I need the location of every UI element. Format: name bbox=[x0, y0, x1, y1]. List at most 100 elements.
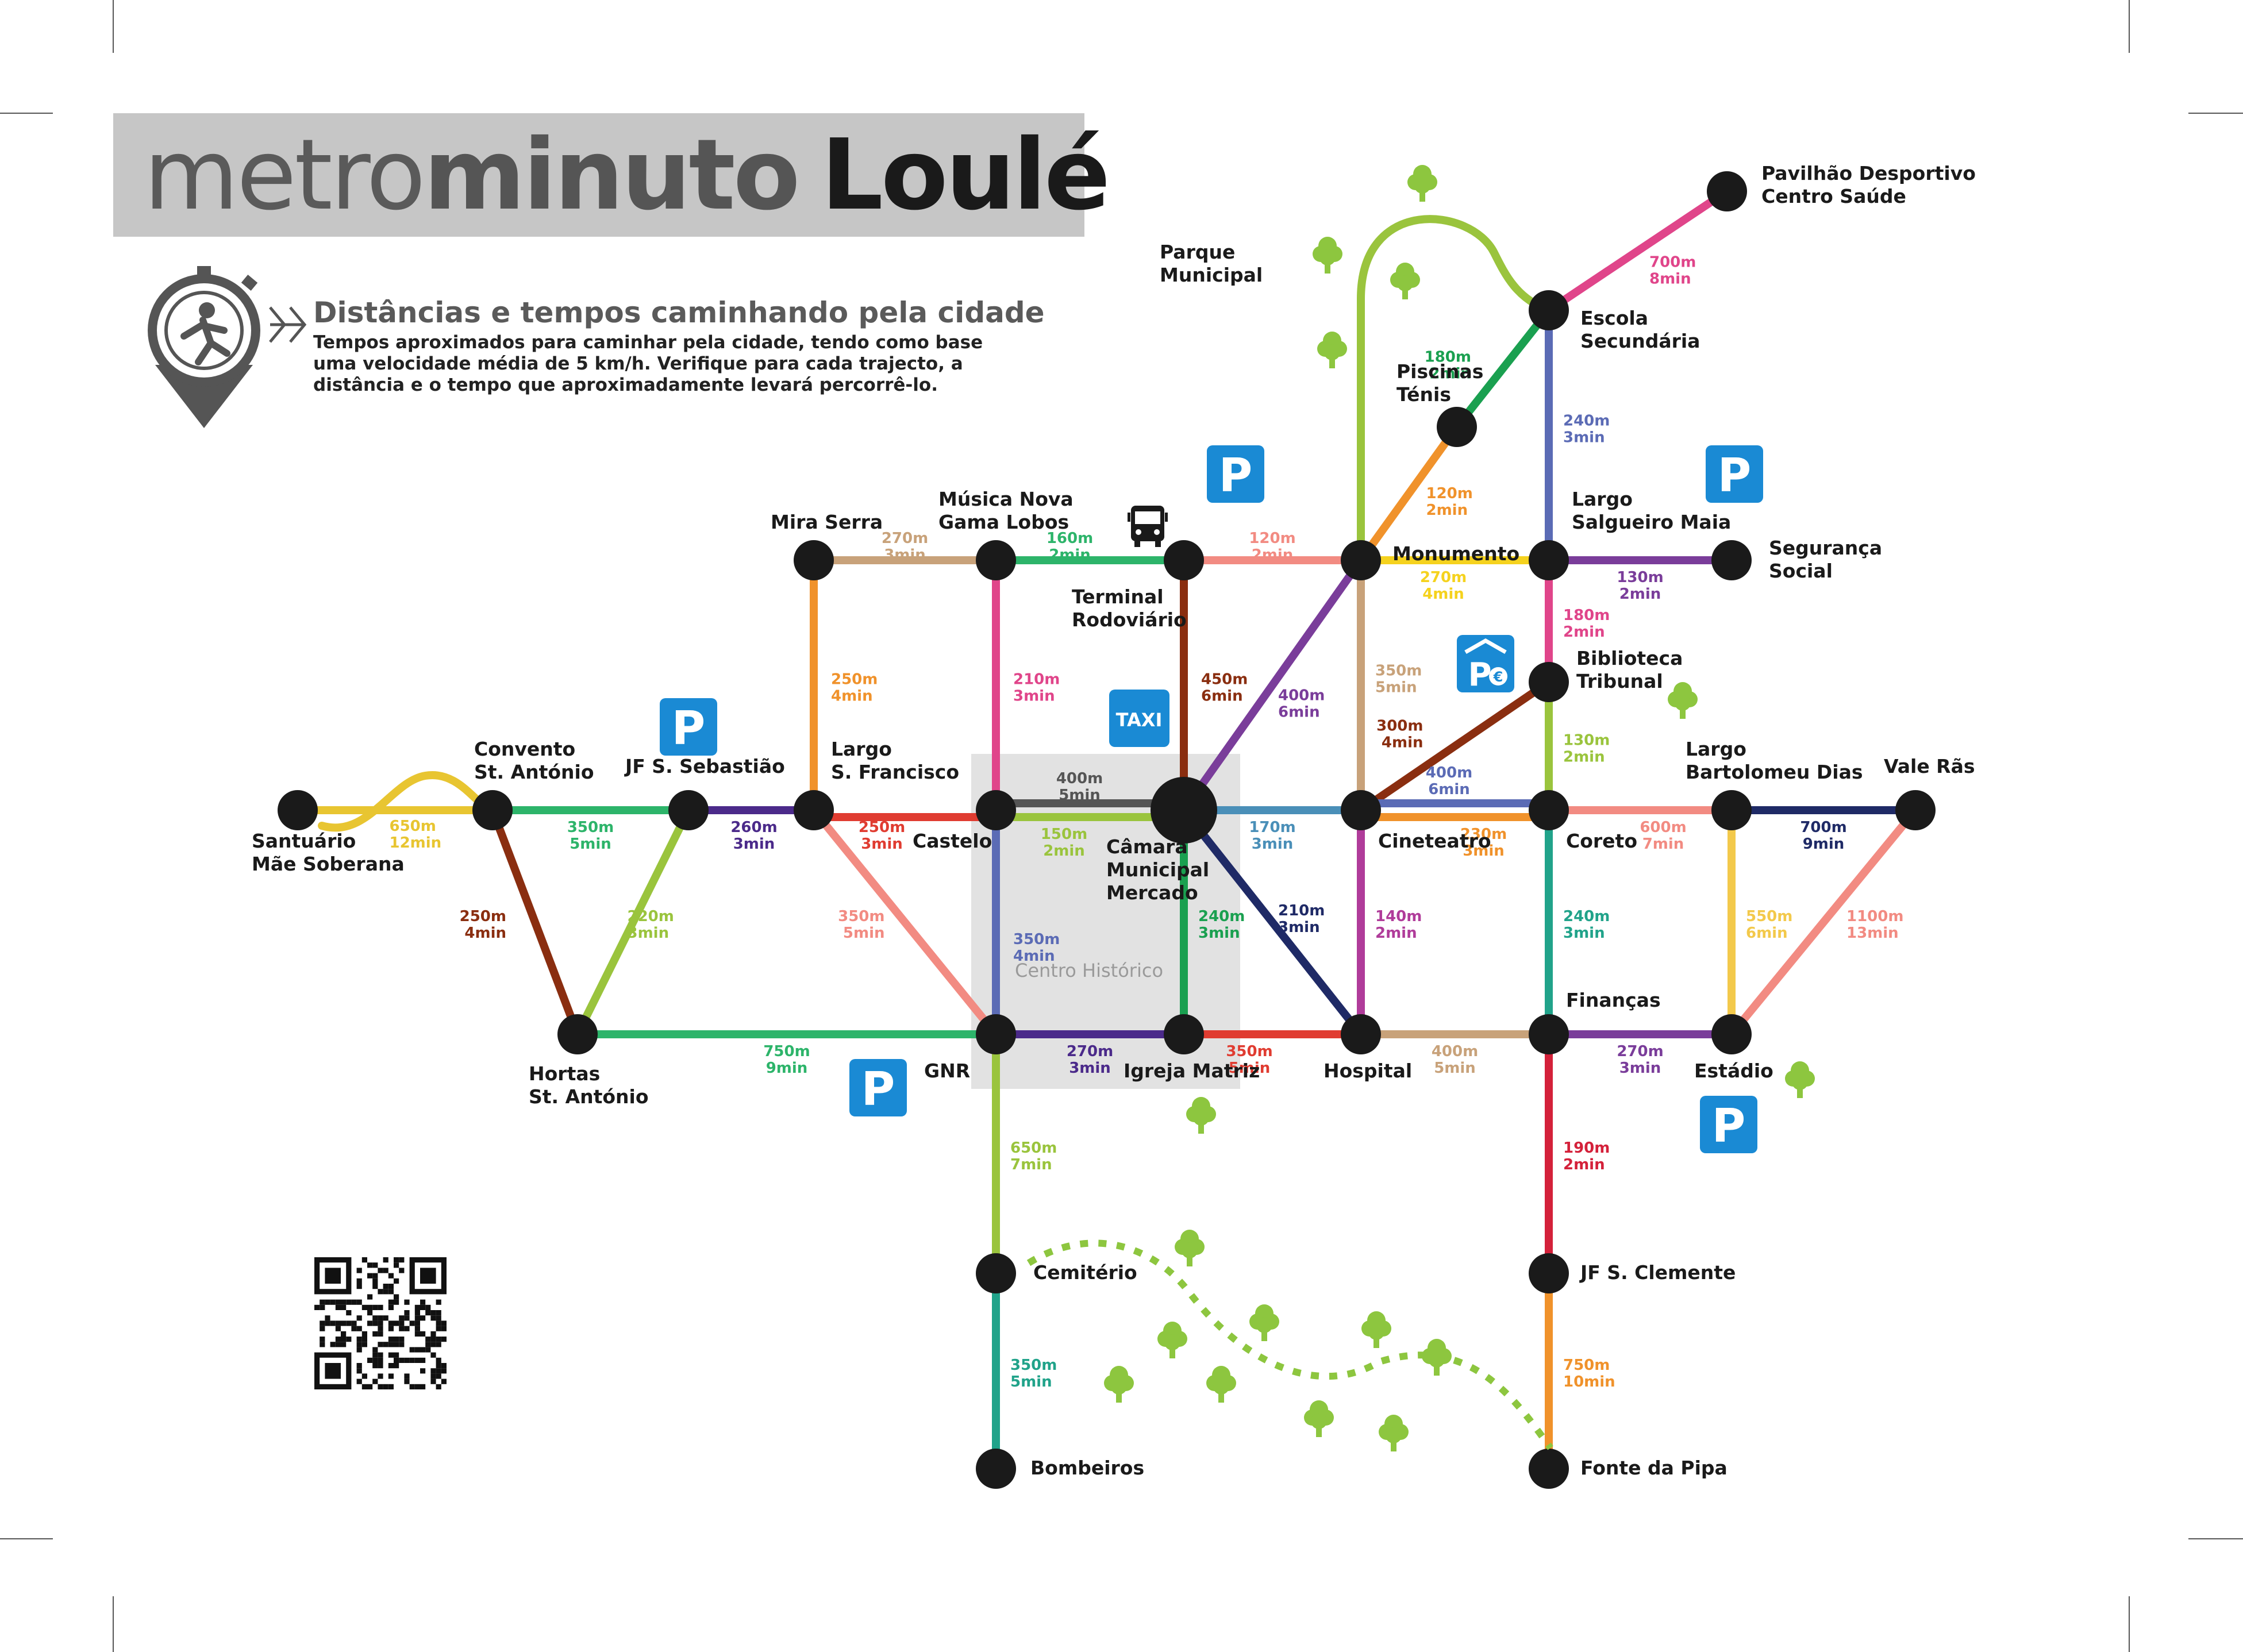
segment-distance: 130m bbox=[1617, 569, 1663, 586]
station-largobd[interactable] bbox=[1711, 790, 1752, 830]
station-valeras[interactable] bbox=[1895, 790, 1936, 830]
segment-distance: 150m bbox=[1041, 826, 1087, 843]
segment-time: 2min bbox=[1563, 749, 1605, 766]
tree-icon bbox=[1785, 1061, 1815, 1098]
station-cineteatro[interactable] bbox=[1341, 790, 1381, 830]
station-label-escola: Secundária bbox=[1580, 330, 1700, 352]
station-igreja[interactable] bbox=[1164, 1014, 1204, 1054]
page-subtitle: Distâncias e tempos caminhando pela cida… bbox=[313, 296, 1045, 329]
segment-time: 5min bbox=[1375, 679, 1417, 696]
segment-time: 2min bbox=[1563, 623, 1605, 641]
segment-time: 6min bbox=[1278, 704, 1320, 721]
segment-time: 9min bbox=[766, 1060, 808, 1077]
station-piscinas[interactable] bbox=[1437, 407, 1477, 447]
station-musica[interactable] bbox=[976, 540, 1016, 580]
segment-distance: 450m bbox=[1201, 671, 1248, 688]
station-label-parque: Municipal bbox=[1160, 264, 1263, 286]
station-estadio[interactable] bbox=[1711, 1014, 1752, 1054]
station-santuario[interactable] bbox=[278, 790, 318, 830]
segment-distance: 750m bbox=[1563, 1357, 1610, 1374]
segment-time: 5min bbox=[1059, 787, 1101, 804]
station-largosm[interactable] bbox=[1529, 540, 1569, 580]
station-label-monumento: Monumento bbox=[1392, 542, 1519, 565]
segment-time: 3min bbox=[1069, 1060, 1111, 1077]
station-bombeiros[interactable] bbox=[976, 1449, 1016, 1489]
segment-distance: 230m bbox=[1460, 826, 1507, 843]
parking-icon[interactable]: P bbox=[849, 1059, 907, 1116]
segment-time: 8min bbox=[1649, 271, 1691, 288]
segment-time: 2min bbox=[1375, 925, 1417, 942]
station-hospital[interactable] bbox=[1341, 1014, 1381, 1054]
segment-distance: 270m bbox=[1067, 1043, 1113, 1060]
qr-code-icon[interactable] bbox=[314, 1257, 447, 1389]
station-label-largobd: Largo bbox=[1686, 738, 1746, 760]
station-castelo[interactable] bbox=[976, 790, 1016, 830]
station-label-escola: Escola bbox=[1580, 307, 1648, 329]
station-convento[interactable] bbox=[472, 790, 513, 830]
station-camara[interactable] bbox=[1151, 777, 1217, 844]
segment-distance: 550m bbox=[1746, 908, 1792, 925]
segment-distance: 650m bbox=[390, 818, 436, 835]
segment-time: 3min bbox=[1013, 688, 1055, 705]
tree-icon bbox=[1317, 332, 1347, 368]
paid-parking-icon[interactable]: P € bbox=[1457, 635, 1514, 694]
station-cemiterio[interactable] bbox=[976, 1253, 1016, 1293]
segment-distance: 400m bbox=[1432, 1043, 1478, 1060]
segment-time: 2min bbox=[1429, 365, 1471, 383]
svg-text:P: P bbox=[1718, 449, 1752, 502]
segment-distance: 210m bbox=[1278, 902, 1325, 919]
segment-distance: 350m bbox=[1375, 663, 1422, 680]
tree-icon bbox=[1304, 1400, 1334, 1437]
station-label-cineteatro: Cineteatro bbox=[1378, 830, 1491, 852]
segment-time: 6min bbox=[1746, 925, 1788, 942]
taxi-icon[interactable]: TAXI bbox=[1109, 690, 1169, 747]
station-seguranca[interactable] bbox=[1711, 540, 1752, 580]
parking-icon[interactable]: P bbox=[1706, 445, 1763, 503]
station-monumento[interactable] bbox=[1341, 540, 1381, 580]
station-escola[interactable] bbox=[1529, 290, 1569, 330]
station-label-miraserra: Mira Serra bbox=[771, 511, 883, 533]
station-largosf[interactable] bbox=[794, 790, 834, 830]
station-hortas[interactable] bbox=[557, 1014, 598, 1054]
station-jfscl[interactable] bbox=[1529, 1253, 1569, 1293]
station-label-convento: St. António bbox=[474, 761, 594, 783]
tree-icon bbox=[1407, 165, 1437, 202]
station-biblioteca[interactable] bbox=[1529, 662, 1569, 702]
segment-piscinas-escola bbox=[1453, 307, 1552, 430]
historic-centre-label: Centro Histórico bbox=[1015, 960, 1163, 981]
parking-icon[interactable]: P bbox=[660, 698, 717, 756]
segment-distance: 350m bbox=[1010, 1357, 1057, 1374]
tree-icon bbox=[1186, 1097, 1216, 1134]
bus-icon bbox=[1128, 506, 1168, 547]
segment-time: 2min bbox=[1426, 502, 1468, 519]
tree-icon bbox=[1249, 1304, 1279, 1341]
segment-time: 2min bbox=[1049, 546, 1091, 564]
walking-clock-icon bbox=[148, 266, 307, 428]
station-coreto[interactable] bbox=[1529, 790, 1569, 830]
parking-icon[interactable]: P bbox=[1207, 445, 1264, 503]
page-description: Tempos aproximados para caminhar pela ci… bbox=[313, 332, 983, 395]
segment-distance: 270m bbox=[1420, 569, 1467, 586]
station-label-igreja: Igreja Matriz bbox=[1124, 1060, 1260, 1082]
segment-time: 2min bbox=[1619, 586, 1661, 603]
station-terminal[interactable] bbox=[1164, 540, 1204, 580]
svg-text:P: P bbox=[1219, 449, 1253, 502]
parking-icon[interactable]: P bbox=[1700, 1096, 1757, 1153]
segment-time: 3min bbox=[733, 835, 775, 853]
station-fonte[interactable] bbox=[1529, 1449, 1569, 1489]
segment-time: 13min bbox=[1846, 925, 1899, 942]
station-label-hortas: St. António bbox=[529, 1085, 649, 1108]
segment-distance: 120m bbox=[1426, 485, 1473, 502]
segment-time: 3min bbox=[1198, 925, 1240, 942]
segment-distance: 120m bbox=[1249, 530, 1295, 547]
segment-distance: 350m bbox=[838, 908, 884, 925]
tree-icon bbox=[1361, 1311, 1391, 1348]
station-pavilhao[interactable] bbox=[1707, 171, 1747, 211]
station-jfsseb[interactable] bbox=[668, 790, 709, 830]
station-miraserra[interactable] bbox=[794, 540, 834, 580]
station-gnr[interactable] bbox=[976, 1014, 1016, 1054]
station-financas[interactable] bbox=[1529, 1014, 1569, 1054]
station-label-castelo: Castelo bbox=[913, 830, 992, 852]
station-label-valeras: Vale Rãs bbox=[1884, 755, 1975, 777]
